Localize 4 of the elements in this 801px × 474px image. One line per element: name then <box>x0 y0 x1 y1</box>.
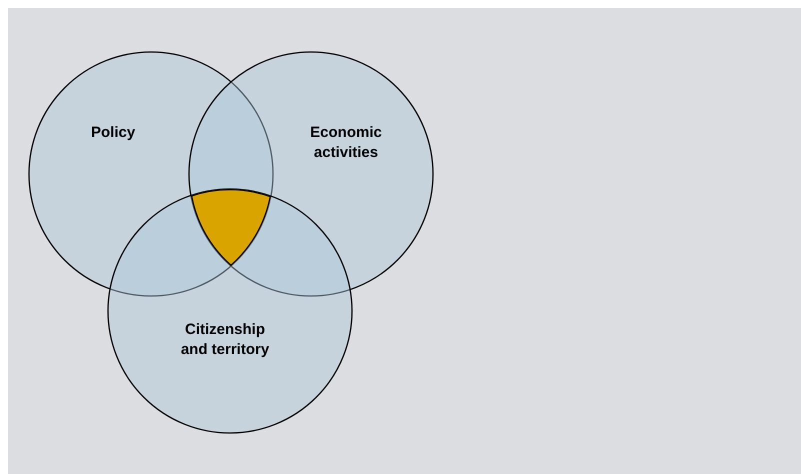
circle-label: Economic activities <box>309 123 383 163</box>
circle-label: Policy <box>91 123 136 143</box>
venn-circle <box>108 189 352 433</box>
circle-label: Citizenship and territory <box>180 320 270 360</box>
